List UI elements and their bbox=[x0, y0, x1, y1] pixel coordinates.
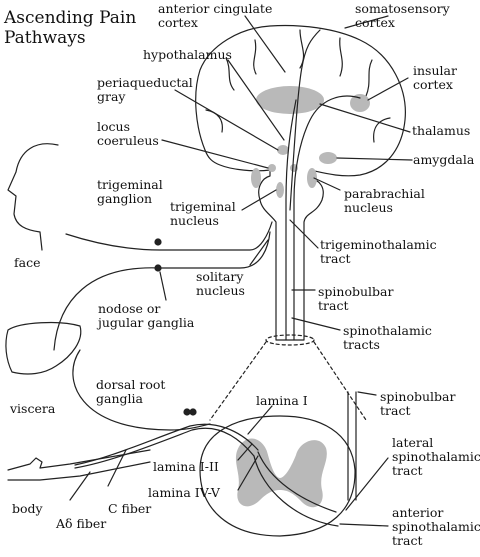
leader-line bbox=[291, 317, 341, 331]
leader-line bbox=[159, 271, 167, 301]
trigeminal-nucleus-shape bbox=[276, 182, 284, 198]
label-lamina-iv-v: lamina IV-V bbox=[148, 485, 220, 500]
label-spinothalamic-tracts: spinothalamic tracts bbox=[343, 323, 432, 352]
leader-line bbox=[345, 457, 389, 511]
diagram-title: Ascending Pain Pathways bbox=[4, 8, 137, 48]
label-insular-cortex: insular cortex bbox=[413, 63, 457, 92]
leader-line bbox=[344, 15, 389, 29]
thalamus-shape bbox=[256, 86, 324, 114]
leader-line bbox=[289, 219, 319, 249]
leader-line bbox=[367, 77, 409, 101]
drg-dot-left bbox=[183, 408, 191, 416]
body-fiber-2 bbox=[74, 427, 255, 469]
label-nodose-jugular-ganglia: nodose or jugular ganglia bbox=[98, 301, 195, 330]
leader-line bbox=[336, 157, 413, 161]
label-lamina-i-ii: lamina I-II bbox=[153, 459, 219, 474]
ascending-tract bbox=[289, 29, 321, 211]
label-c-fiber: C fiber bbox=[108, 501, 152, 516]
face-profile bbox=[7, 143, 59, 251]
leader-line bbox=[237, 455, 259, 491]
label-periaqueductal-gray: periaqueductal gray bbox=[97, 75, 193, 104]
leader-line bbox=[244, 15, 286, 73]
brain-sulcus bbox=[205, 109, 223, 133]
brain-outline bbox=[195, 24, 406, 341]
body-fiber bbox=[74, 423, 259, 466]
vagal-fiber bbox=[53, 231, 271, 351]
nodose-ganglion-dot bbox=[154, 264, 162, 272]
label-locus-coeruleus: locus coeruleus bbox=[97, 119, 159, 148]
trigeminal-ganglion-dot bbox=[154, 238, 162, 246]
leader-line bbox=[339, 523, 389, 527]
label-anterior-cingulate: anterior cingulate cortex bbox=[158, 1, 273, 30]
label-solitary-nucleus: solitary nucleus bbox=[196, 269, 245, 298]
zoom-line-right bbox=[313, 341, 367, 421]
locus-shape-left bbox=[268, 164, 276, 172]
leader-line bbox=[357, 391, 377, 396]
leader-line bbox=[319, 103, 411, 133]
anterior-tract-path bbox=[253, 455, 339, 527]
label-body: body bbox=[12, 501, 43, 516]
leader-line bbox=[241, 189, 277, 211]
visceral-fiber bbox=[72, 349, 211, 431]
ascending-tract bbox=[293, 95, 361, 341]
drg-dot-right bbox=[189, 408, 197, 416]
leader-line bbox=[249, 239, 269, 266]
label-lamina-i: lamina I bbox=[256, 393, 308, 408]
leader-line bbox=[313, 177, 341, 191]
liver-shape bbox=[5, 321, 82, 375]
label-somatosensory-cortex: somatosensory cortex bbox=[355, 1, 450, 30]
leader-line bbox=[161, 139, 269, 169]
brain-sulcus bbox=[339, 37, 343, 77]
leader-line bbox=[227, 59, 285, 141]
zoom-line-left bbox=[209, 341, 267, 421]
spinal-cord-outline bbox=[199, 415, 356, 537]
label-viscera: viscera bbox=[10, 401, 56, 416]
cord-section-marker bbox=[265, 334, 315, 346]
brain-sulcus bbox=[225, 57, 235, 91]
label-trigeminothalamic-tract: trigeminothalamic tract bbox=[320, 237, 437, 266]
hand-shape bbox=[7, 449, 151, 471]
label-trigeminal-nucleus: trigeminal nucleus bbox=[170, 199, 236, 228]
brain-sulcus bbox=[373, 117, 391, 143]
label-dorsal-root-ganglia: dorsal root ganglia bbox=[96, 377, 166, 406]
label-lateral-spinothalamic-tract: lateral spinothalamic tract bbox=[392, 435, 480, 478]
label-spinobulbar-tract-upper: spinobulbar tract bbox=[318, 284, 394, 313]
face-nerve bbox=[65, 221, 273, 251]
label-amygdala: amygdala bbox=[413, 152, 475, 167]
lateral-tract-path bbox=[257, 451, 337, 513]
label-spinobulbar-tract-lower: spinobulbar tract bbox=[380, 389, 456, 418]
arm-shape bbox=[7, 461, 151, 481]
label-hypothalamus: hypothalamus bbox=[143, 47, 232, 62]
insula-shape bbox=[350, 94, 370, 112]
label-trigeminal-ganglion: trigeminal ganglion bbox=[97, 177, 163, 206]
label-parabrachial-nucleus: parabrachial nucleus bbox=[344, 186, 425, 215]
leader-line bbox=[69, 471, 91, 501]
pag-shape bbox=[277, 145, 289, 155]
label-face: face bbox=[14, 255, 41, 270]
gray-matter bbox=[235, 438, 327, 508]
amygdala-shape bbox=[319, 152, 337, 164]
ascending-tract bbox=[285, 99, 297, 341]
label-thalamus: thalamus bbox=[412, 123, 471, 138]
parabrachial-shape-right bbox=[307, 168, 317, 188]
parabrachial-shape-left bbox=[251, 168, 261, 188]
brain-sulcus bbox=[253, 39, 257, 75]
leader-line bbox=[237, 443, 253, 461]
leader-line bbox=[247, 405, 273, 435]
brain-sulcus bbox=[299, 29, 305, 69]
leader-line bbox=[174, 89, 279, 151]
label-anterior-spinothalamic-tract: anterior spinothalamic tract bbox=[392, 505, 480, 548]
brain-sulcus bbox=[365, 59, 373, 97]
label-a-delta-fiber: Aδ fiber bbox=[56, 516, 107, 531]
